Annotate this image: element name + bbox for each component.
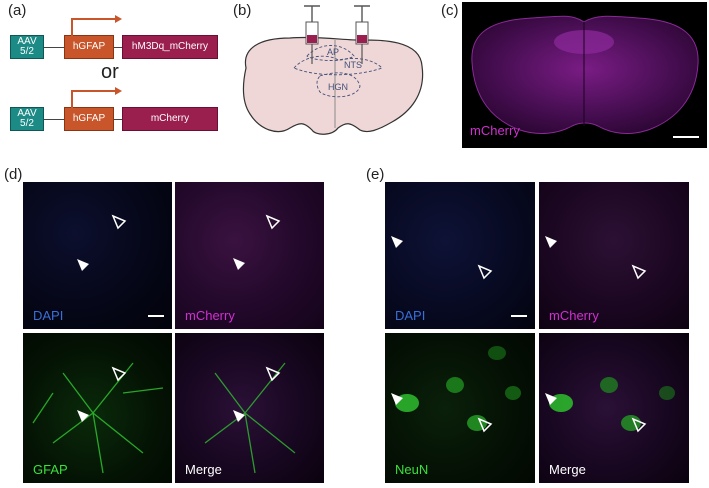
panel-d-gfap-image: GFAP bbox=[23, 333, 172, 483]
hollow-arrowhead-icon bbox=[265, 366, 281, 382]
brain-schematic: AP NTS HGN bbox=[242, 5, 424, 135]
d-mcherry-label: mCherry bbox=[185, 308, 235, 323]
aav-box: AAV 5/2 bbox=[10, 35, 44, 59]
filled-arrowhead-icon bbox=[233, 258, 245, 270]
panel-label-d: (d) bbox=[4, 166, 23, 183]
hollow-arrowhead-icon bbox=[477, 417, 493, 433]
panel-e-dapi-image: DAPI bbox=[385, 182, 535, 329]
d-gfap-label: GFAP bbox=[33, 462, 68, 477]
merge-processes bbox=[204, 362, 296, 474]
construct-backbone-line bbox=[10, 119, 218, 120]
hollow-arrowhead-icon bbox=[631, 264, 647, 280]
panel-e-neun-image: NeuN bbox=[385, 333, 535, 483]
syringe-right-icon bbox=[354, 5, 370, 64]
panel-label-e: (e) bbox=[366, 166, 385, 183]
hollow-arrowhead-icon bbox=[631, 417, 647, 433]
payload-box: mCherry bbox=[122, 107, 218, 131]
neun-cells bbox=[395, 346, 521, 431]
promoter-arrow-icon bbox=[71, 87, 122, 108]
region-ap-label: AP bbox=[327, 47, 339, 57]
region-nts-label: NTS bbox=[344, 60, 362, 70]
region-hgn-label: HGN bbox=[328, 82, 348, 92]
scale-bar bbox=[511, 315, 527, 317]
syringe-left-icon bbox=[304, 5, 320, 64]
e-mcherry-label: mCherry bbox=[549, 308, 599, 323]
filled-arrowhead-icon bbox=[233, 410, 245, 422]
panel-e-merge-image: Merge bbox=[539, 333, 689, 483]
d-merge-label: Merge bbox=[185, 462, 222, 477]
scale-bar bbox=[148, 315, 164, 317]
hollow-arrowhead-icon bbox=[477, 264, 493, 280]
overview-image: mCherry bbox=[462, 2, 707, 148]
aav-box: AAV 5/2 bbox=[10, 107, 44, 131]
region-ap bbox=[306, 45, 355, 61]
promoter-arrow-icon bbox=[71, 15, 122, 36]
filled-arrowhead-icon bbox=[391, 236, 403, 248]
promoter-box: hGFAP bbox=[64, 35, 114, 59]
e-neun-label: NeuN bbox=[395, 462, 429, 477]
construct-backbone-line bbox=[10, 47, 218, 48]
panel-label-b: (b) bbox=[233, 2, 252, 19]
scale-bar bbox=[673, 136, 699, 138]
e-dapi-label: DAPI bbox=[395, 308, 426, 323]
filled-arrowhead-icon bbox=[545, 393, 557, 405]
panel-d-dapi-image: DAPI bbox=[23, 182, 172, 329]
merge-cells bbox=[549, 377, 675, 431]
e-merge-label: Merge bbox=[549, 462, 586, 477]
overview-label: mCherry bbox=[470, 123, 520, 138]
astrocyte-processes bbox=[32, 362, 164, 474]
filled-arrowhead-icon bbox=[391, 393, 403, 405]
region-hgn bbox=[316, 72, 361, 98]
filled-arrowhead-icon bbox=[545, 236, 557, 248]
panel-d-mcherry-image: mCherry bbox=[175, 182, 324, 329]
hollow-arrowhead-icon bbox=[111, 366, 127, 382]
d-dapi-label: DAPI bbox=[33, 308, 64, 323]
panel-label-c: (c) bbox=[441, 2, 459, 19]
brain-outline bbox=[242, 36, 424, 135]
filled-arrowhead-icon bbox=[77, 259, 89, 271]
hollow-arrowhead-icon bbox=[111, 214, 127, 230]
promoter-box: hGFAP bbox=[64, 107, 114, 131]
filled-arrowhead-icon bbox=[77, 410, 89, 422]
panel-label-a: (a) bbox=[8, 2, 27, 19]
payload-box: hM3Dq_mCherry bbox=[122, 35, 218, 59]
panel-e-mcherry-image: mCherry bbox=[539, 182, 689, 329]
panel-d-merge-image: Merge bbox=[175, 333, 324, 483]
hollow-arrowhead-icon bbox=[265, 214, 281, 230]
coronal-section-image bbox=[471, 15, 699, 134]
or-label: or bbox=[101, 61, 119, 83]
